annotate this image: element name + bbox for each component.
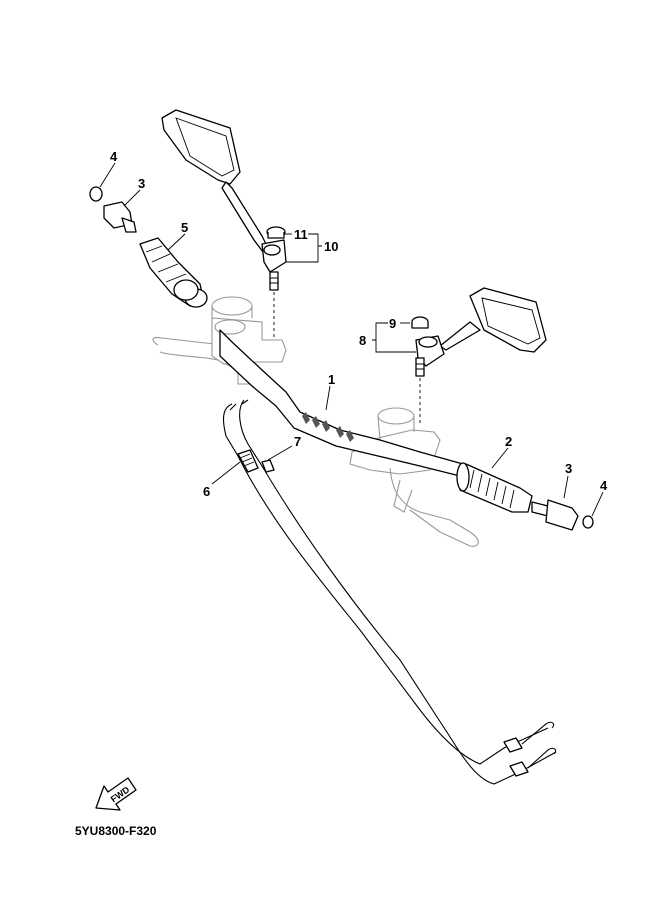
- left-lever-assembly-ghost: [152, 296, 287, 385]
- throttle-cables: [222, 399, 557, 785]
- right-mirror: [415, 287, 547, 377]
- callout-3-left: 3: [138, 176, 145, 191]
- callout-6: 6: [203, 484, 210, 499]
- right-mirror-cap-body: [411, 322, 429, 329]
- left-mirror: [161, 109, 287, 291]
- callout-5: 5: [181, 220, 188, 235]
- right-grip: [456, 462, 533, 513]
- callout-4-right: 4: [600, 478, 608, 493]
- callout-10: 10: [324, 239, 338, 254]
- left-mirror-cap-body: [267, 232, 285, 239]
- callout-8: 8: [359, 333, 366, 348]
- callout-9: 9: [389, 316, 396, 331]
- callout-7: 7: [294, 434, 301, 449]
- callout-1: 1: [328, 372, 335, 387]
- fwd-arrow-icon: FWD: [95, 777, 137, 811]
- drawing-code: 5YU8300-F320: [75, 824, 157, 838]
- callout-3-right: 3: [565, 461, 572, 476]
- left-grip: [139, 237, 208, 308]
- callout-11: 11: [294, 227, 308, 242]
- left-bar-end: [89, 186, 137, 233]
- callout-4-left: 4: [110, 149, 118, 164]
- callout-2: 2: [505, 434, 512, 449]
- right-bar-end: [531, 499, 594, 531]
- leader-lines: [99, 162, 604, 517]
